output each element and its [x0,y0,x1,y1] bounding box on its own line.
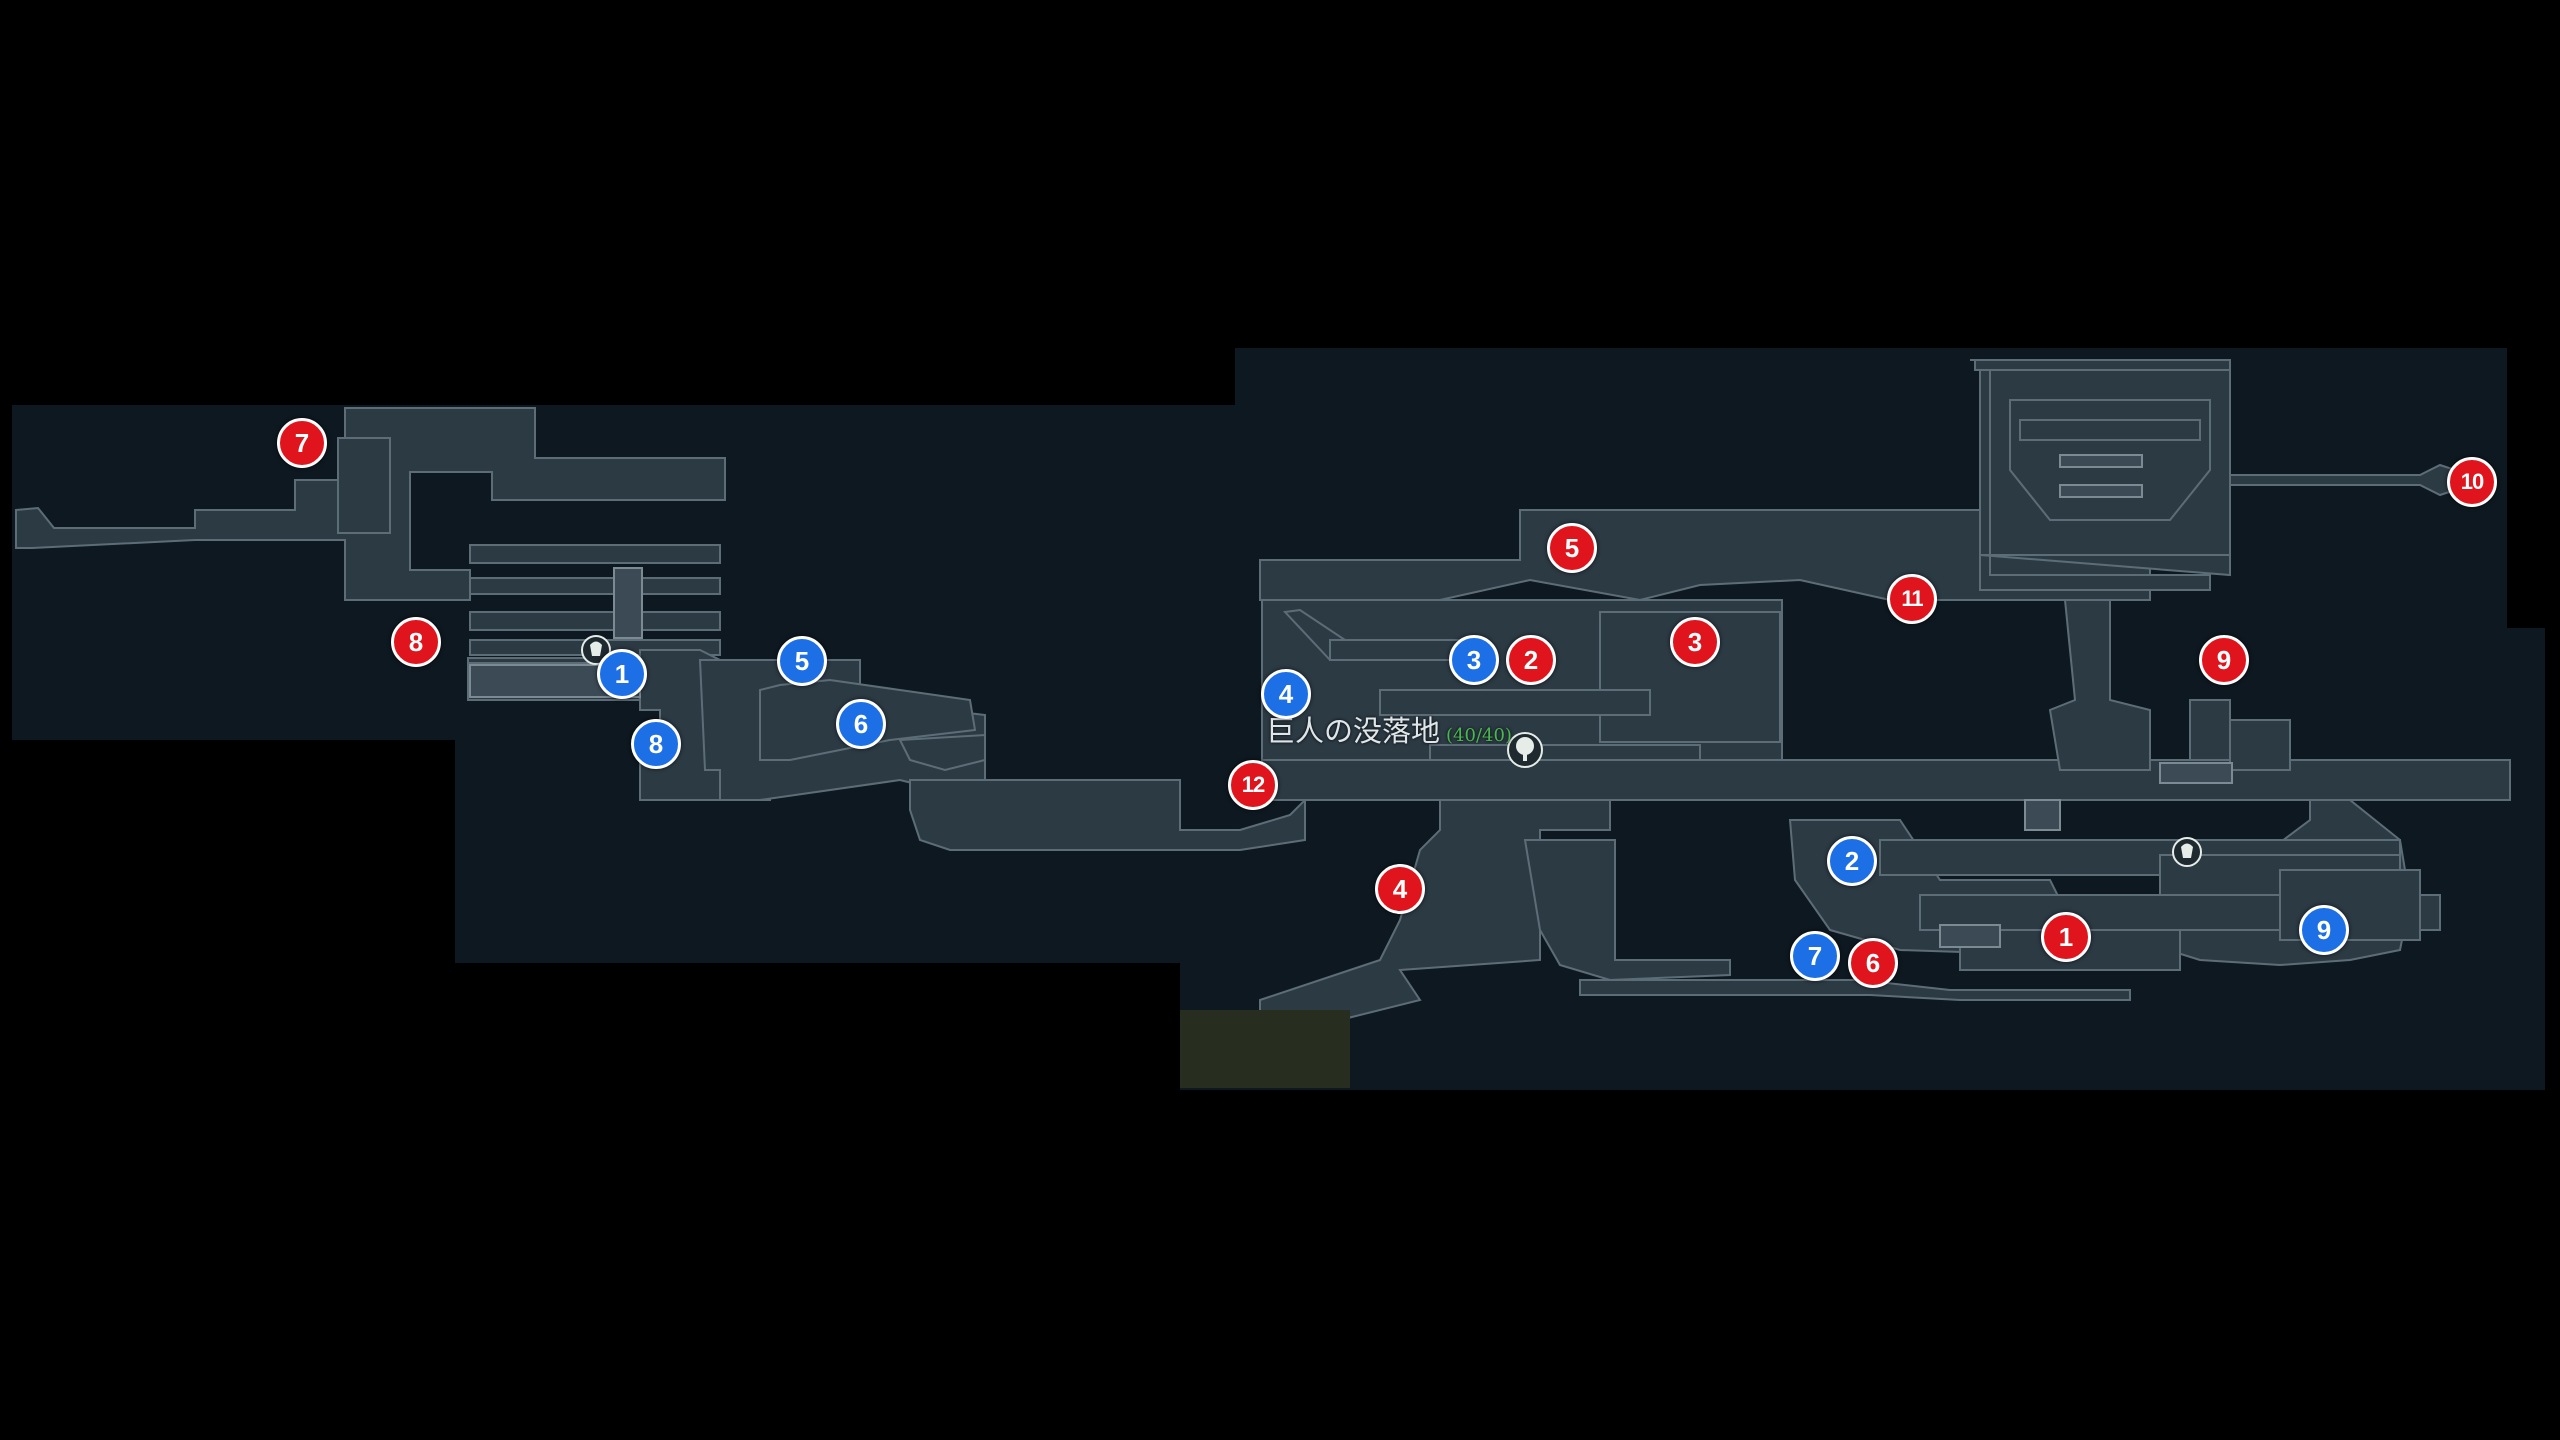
tree-icon [1507,732,1543,768]
blue-marker-6[interactable]: 6 [836,699,886,749]
red-marker-3[interactable]: 3 [1670,617,1720,667]
red-marker-12[interactable]: 12 [1228,760,1278,810]
red-marker-10[interactable]: 10 [2447,457,2497,507]
blue-marker-3[interactable]: 3 [1449,635,1499,685]
red-marker-2[interactable]: 2 [1506,635,1556,685]
red-marker-1[interactable]: 1 [2041,912,2091,962]
red-marker-8[interactable]: 8 [391,617,441,667]
blue-marker-7[interactable]: 7 [1790,931,1840,981]
map-unexplored-area [1180,1010,1350,1088]
blue-marker-1[interactable]: 1 [597,649,647,699]
red-marker-4[interactable]: 4 [1375,864,1425,914]
map-hatched-areas [469,454,2233,948]
region-progress: (40/40) [1446,725,1512,746]
blue-marker-2[interactable]: 2 [1827,836,1877,886]
blue-marker-9[interactable]: 9 [2299,905,2349,955]
red-marker-7[interactable]: 7 [277,418,327,468]
blue-marker-5[interactable]: 5 [777,636,827,686]
save-point-icon [2172,837,2202,867]
blue-marker-4[interactable]: 4 [1261,669,1311,719]
red-marker-5[interactable]: 5 [1547,523,1597,573]
blue-marker-8[interactable]: 8 [631,719,681,769]
region-label: 巨人の没落地(40/40) [1266,708,1512,750]
red-marker-9[interactable]: 9 [2199,635,2249,685]
red-marker-6[interactable]: 6 [1848,938,1898,988]
red-marker-11[interactable]: 11 [1887,574,1937,624]
region-name: 巨人の没落地 [1266,714,1441,748]
